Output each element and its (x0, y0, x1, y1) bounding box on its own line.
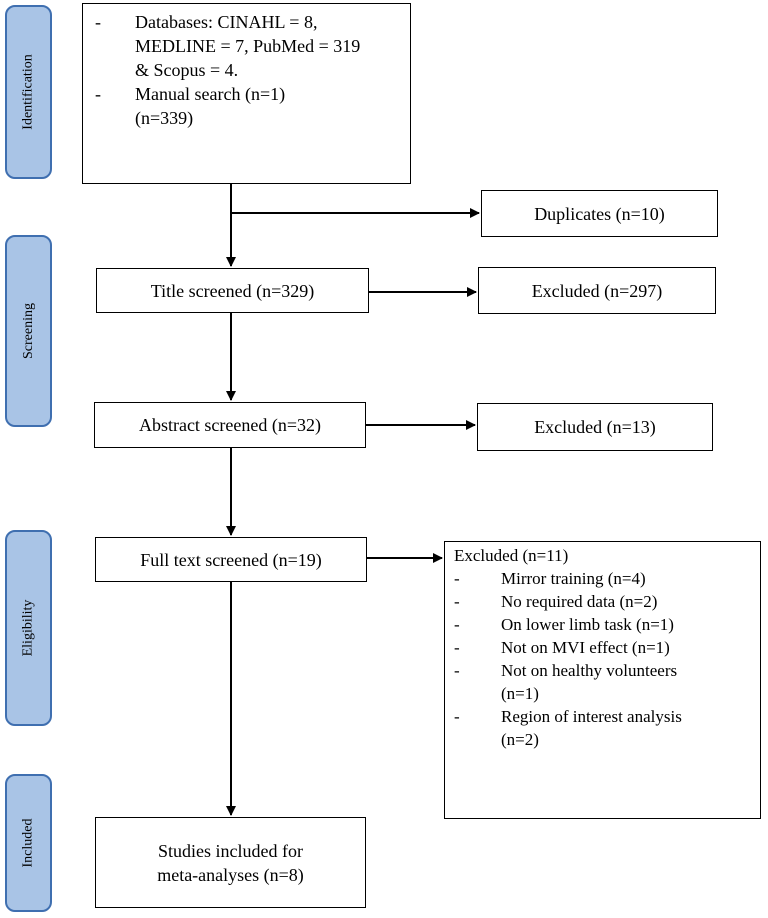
stage-label-identification: Identification (5, 5, 52, 179)
exclusion-reason: - Mirror training (n=4) (454, 567, 756, 590)
bullet-dash: - (95, 84, 101, 104)
stage-label-eligibility: Eligibility (5, 530, 52, 726)
reason-text: Not on healthy volunteers (501, 661, 678, 680)
full-text-screened-text: Full text screened (n=19) (140, 549, 322, 570)
duplicates-text: Duplicates (n=10) (534, 203, 665, 224)
excluded-full-text-box: Excluded (n=11) - Mirror training (n=4) … (444, 541, 761, 819)
reason-text: No required data (n=2) (501, 592, 658, 611)
excluded-abstract-text: Excluded (n=13) (534, 417, 656, 437)
bullet-dash: - (95, 12, 101, 32)
excluded-title-box: Excluded (n=297) (478, 267, 716, 314)
excluded-abstract-box: Excluded (n=13) (477, 403, 713, 451)
studies-included-line-1: Studies included for (158, 840, 303, 861)
exclusion-reason: - Not on MVI effect (n=1) (454, 636, 756, 659)
identification-total: (n=339) (135, 108, 194, 128)
exclusion-reason: - No required data (n=2) (454, 590, 756, 613)
excluded-full-header: Excluded (n=11) (454, 546, 569, 565)
exclusion-reason: - Not on healthy volunteers (454, 659, 756, 682)
bullet-dash: - (454, 615, 460, 634)
full-text-screened-box: Full text screened (n=19) (95, 537, 367, 582)
exclusion-reason: - Region of interest analysis (454, 705, 756, 728)
reason-text-continued: (n=2) (501, 730, 539, 749)
exclusion-reason: - On lower limb task (n=1) (454, 613, 756, 636)
identification-box: - Databases: CINAHL = 8, MEDLINE = 7, Pu… (82, 3, 411, 184)
stage-label-screening: Screening (5, 235, 52, 427)
studies-included-box: Studies included for meta-analyses (n=8) (95, 817, 366, 908)
title-screened-text: Title screened (n=329) (150, 280, 315, 301)
reason-text: On lower limb task (n=1) (501, 615, 674, 634)
title-screened-box: Title screened (n=329) (96, 268, 369, 313)
stage-label-included: Included (5, 774, 52, 912)
reason-text: Mirror training (n=4) (501, 569, 646, 588)
bullet-dash: - (454, 661, 460, 680)
bullet-dash: - (454, 707, 460, 726)
reason-text: Region of interest analysis (501, 707, 682, 726)
databases-line-2: MEDLINE = 7, PubMed = 319 (135, 36, 361, 56)
reason-text-continued: (n=1) (501, 684, 539, 703)
bullet-dash: - (454, 638, 460, 657)
reason-text: Not on MVI effect (n=1) (501, 638, 670, 657)
id-item-manual-search: - Manual search (n=1) (95, 82, 404, 106)
bullet-dash: - (454, 592, 460, 611)
id-item-databases: - Databases: CINAHL = 8, MEDLINE = 7, Pu… (95, 10, 404, 82)
abstract-screened-box: Abstract screened (n=32) (94, 402, 366, 448)
excluded-title-text: Excluded (n=297) (531, 280, 663, 301)
manual-search-text: Manual search (n=1) (135, 84, 286, 104)
bullet-dash: - (454, 569, 460, 588)
duplicates-box: Duplicates (n=10) (481, 190, 718, 237)
studies-included-line-2: meta-analyses (n=8) (157, 864, 304, 885)
databases-line-3: & Scopus = 4. (135, 60, 239, 80)
abstract-screened-text: Abstract screened (n=32) (138, 415, 322, 435)
databases-line-1: Databases: CINAHL = 8, (135, 12, 318, 32)
